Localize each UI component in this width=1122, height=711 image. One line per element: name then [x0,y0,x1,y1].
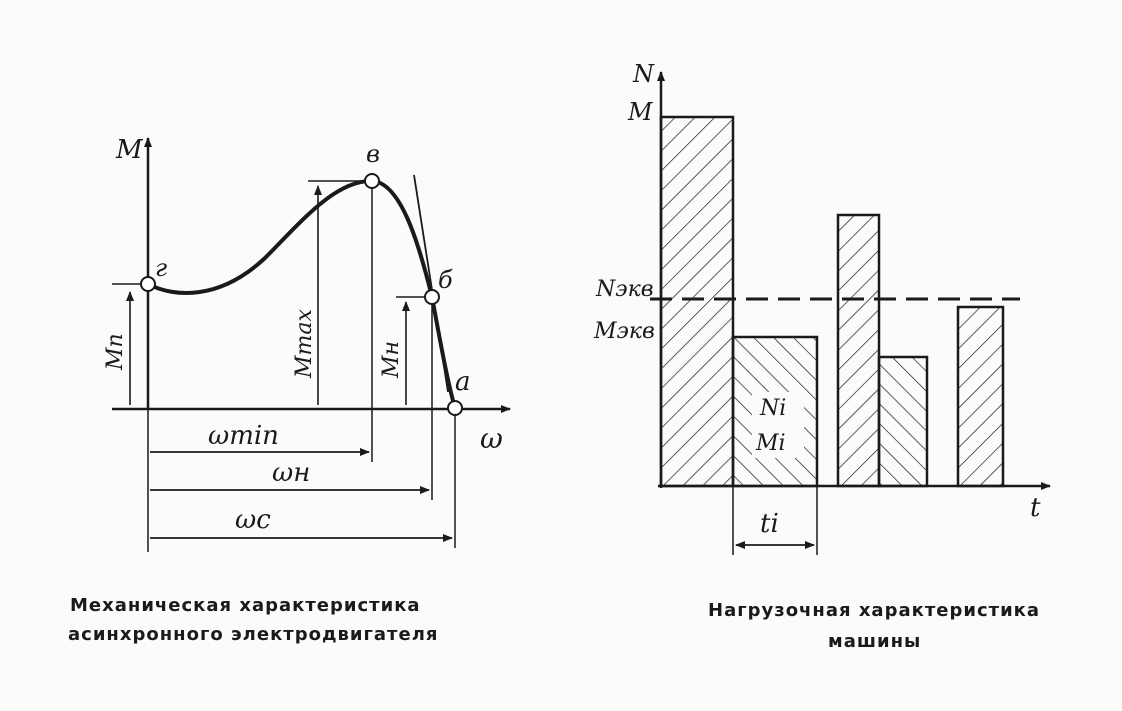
n-i-label: Ni [759,396,786,421]
m-max-label: Mmax [292,308,317,379]
m-n-label: Mн [379,341,404,379]
m-p-label: Mп [103,333,128,371]
omega-n-label: ωн [272,458,310,488]
point-b-label: б [438,266,453,294]
tangent-line [413,174,449,393]
t-axis-label: t [1030,493,1041,523]
m-ekv-label: Mэкв [593,319,655,344]
point-g-label: г [155,254,167,282]
point-b-marker [424,289,440,305]
t-i-label: ti [760,509,779,539]
left-caption-line2: асинхронного электродвигателя [68,624,438,645]
load-bar-5 [956,305,1005,488]
load-characteristic-diagram: N M t Nэкв Mэкв Ni Mi ti Нагрузочная хар… [593,60,1051,652]
load-bar-1 [659,115,735,488]
point-g-marker [140,276,156,292]
left-caption-line1: Механическая характеристика [70,595,421,616]
m-axis-label: M [115,135,144,165]
point-a-label: а [455,367,471,397]
load-bar-4 [877,355,929,488]
point-v-marker [364,173,380,189]
omega-c-label: ωс [235,505,271,535]
right-caption-line2: машины [828,631,921,652]
m-axis-label-right: M [627,98,654,126]
omega-min-label: ωmin [208,421,279,451]
m-i-label: Mi [755,431,786,456]
n-ekv-label: Nэкв [595,277,654,302]
mechanical-characteristic-diagram: M ω г в б а Mп Mmax Mн ωmin ωн ωс Механи… [68,135,511,645]
right-caption-line1: Нагрузочная характеристика [708,600,1040,621]
point-v-label: в [366,140,380,168]
load-bar-3 [836,213,881,488]
omega-axis-label: ω [480,422,503,455]
point-a-marker [447,400,463,416]
n-axis-label: N [632,60,655,88]
